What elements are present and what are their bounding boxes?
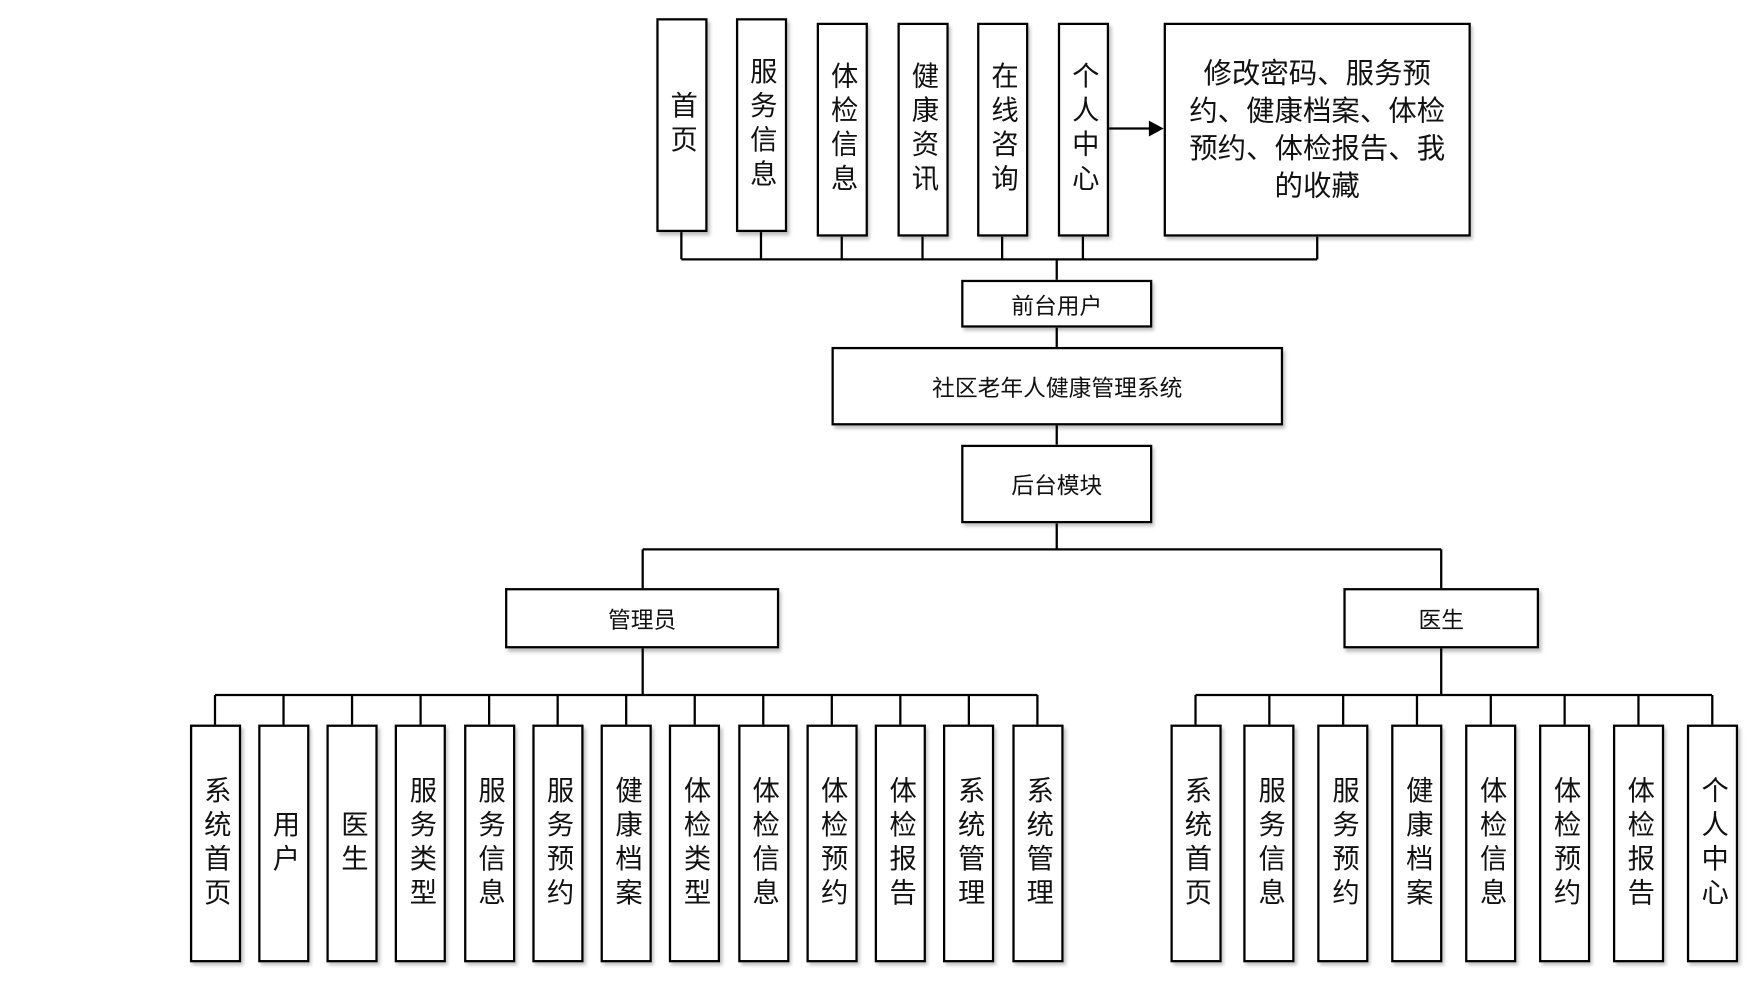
doctor-module-box: 服务信息 — [1243, 724, 1295, 963]
admin-module-box-label: 系统管理 — [1021, 775, 1054, 912]
admin-box: 管理员 — [505, 588, 780, 649]
doctor-module-box: 体检信息 — [1465, 724, 1517, 963]
admin-module-box: 体检类型 — [669, 724, 721, 963]
doctor-module-box-label: 健康档案 — [1401, 775, 1433, 912]
doctor-module-box-label: 系统首页 — [1179, 775, 1212, 912]
admin-module-box: 医生 — [326, 724, 378, 963]
doctor-module-box: 系统首页 — [1169, 724, 1222, 963]
admin-module-box-label: 系统首页 — [199, 775, 231, 912]
doctor-module-box: 个人中心 — [1686, 724, 1738, 963]
front-user-box: 前台用户 — [961, 279, 1153, 328]
doctor-module-box-label: 体检报告 — [1622, 775, 1655, 912]
admin-module-box: 系统管理 — [943, 724, 995, 963]
doctor-module-box-label: 服务预约 — [1327, 775, 1360, 912]
doctor-module-box-label: 体检信息 — [1474, 775, 1507, 912]
personal-center-detail: 修改密码、服务预约、健康档案、体检预约、体检报告、我的收藏 — [1189, 56, 1446, 203]
admin-module-box-label: 体检类型 — [678, 775, 711, 912]
doctor-label: 医生 — [1418, 606, 1464, 634]
admin-module-box-label: 体检信息 — [747, 775, 780, 912]
front-module-box: 体检信息 — [816, 22, 868, 237]
admin-module-box-label: 体检报告 — [884, 775, 917, 912]
admin-label: 管理员 — [607, 606, 677, 634]
system-box: 社区老年人健康管理系统 — [831, 346, 1284, 426]
admin-module-box-label: 服务类型 — [404, 775, 437, 912]
personal-center-detail-box: 修改密码、服务预约、健康档案、体检预约、体检报告、我的收藏 — [1163, 22, 1471, 237]
admin-module-box: 系统首页 — [189, 724, 241, 963]
admin-module-box: 体检预约 — [806, 724, 858, 963]
admin-module-box: 体检报告 — [874, 724, 926, 963]
front-module-box-label: 首页 — [665, 91, 698, 160]
front-module-box-label: 服务信息 — [745, 56, 777, 194]
admin-module-box: 健康档案 — [600, 724, 652, 963]
front-user-label: 前台用户 — [1011, 291, 1103, 320]
admin-module-box-label: 系统管理 — [952, 775, 985, 912]
admin-module-box-label: 体检预约 — [815, 775, 848, 912]
backend-label: 后台模块 — [1011, 472, 1103, 500]
admin-module-box: 系统管理 — [1011, 724, 1063, 963]
admin-module-box-label: 服务信息 — [473, 775, 506, 912]
front-module-box: 服务信息 — [735, 18, 787, 233]
doctor-module-box-label: 服务信息 — [1253, 775, 1286, 912]
doctor-box: 医生 — [1343, 588, 1540, 649]
doctor-module-box: 健康档案 — [1391, 724, 1443, 963]
front-module-box-label: 体检信息 — [825, 61, 858, 198]
admin-module-box-label: 服务预约 — [541, 775, 574, 912]
doctor-module-box-label: 体检预约 — [1548, 775, 1581, 912]
backend-box: 后台模块 — [961, 444, 1153, 524]
front-module-box: 在线咨询 — [976, 22, 1028, 237]
admin-module-box: 体检信息 — [737, 724, 789, 963]
doctor-module-box: 体检预约 — [1539, 724, 1591, 963]
admin-module-box: 服务信息 — [463, 724, 515, 963]
admin-module-box: 用户 — [257, 724, 310, 963]
front-module-box-label: 在线咨询 — [986, 61, 1019, 198]
system-title: 社区老年人健康管理系统 — [932, 374, 1183, 402]
front-module-box-label: 个人中心 — [1066, 61, 1099, 198]
front-module-box: 首页 — [655, 18, 707, 233]
doctor-module-box: 服务预约 — [1317, 724, 1369, 963]
admin-module-box-label: 医生 — [336, 809, 368, 878]
admin-module-box: 服务预约 — [532, 724, 584, 963]
admin-module-box: 服务类型 — [394, 724, 447, 963]
doctor-module-box-label: 个人中心 — [1696, 775, 1729, 912]
front-module-box-label: 健康资讯 — [906, 61, 939, 198]
admin-module-box-label: 健康档案 — [610, 775, 643, 912]
doctor-module-box: 体检报告 — [1612, 724, 1665, 963]
arrow-head-icon — [1148, 120, 1164, 137]
front-module-box: 健康资讯 — [896, 22, 949, 237]
admin-module-box-label: 用户 — [267, 809, 300, 878]
front-module-box: 个人中心 — [1057, 22, 1109, 237]
